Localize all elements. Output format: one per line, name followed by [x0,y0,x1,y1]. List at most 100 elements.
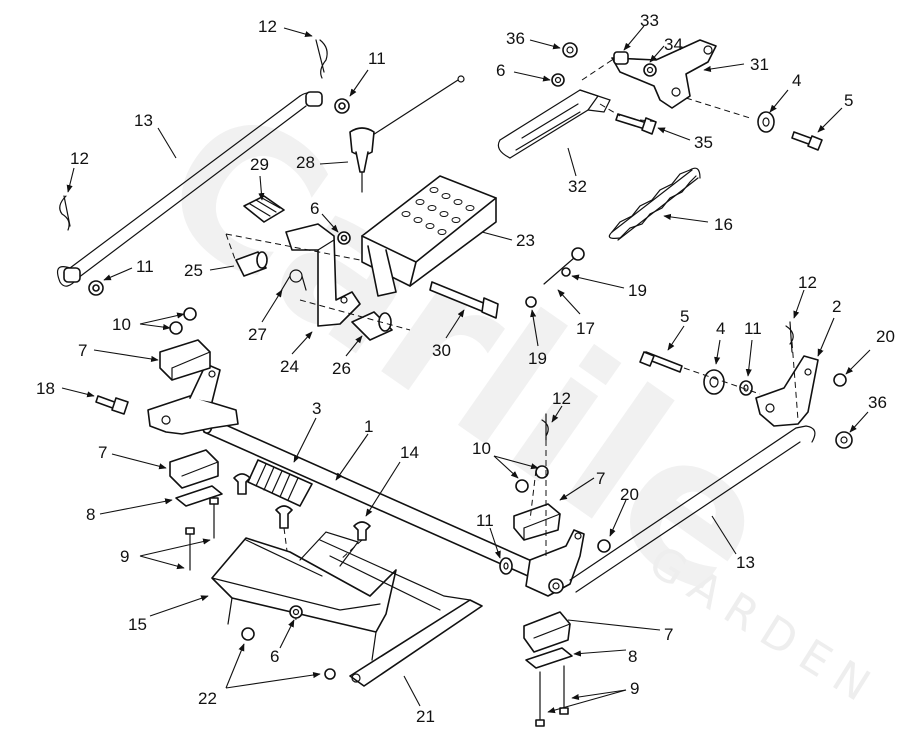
callout-14: 14 [400,443,419,462]
nut-19 [525,267,571,308]
nuts-10-left [169,307,197,335]
washer-6 [337,231,351,245]
callout-5-top: 5 [844,91,853,110]
callout-7-right-top: 7 [596,469,605,488]
callout-3: 3 [312,399,321,418]
seat-plate-23 [361,175,497,297]
callout-8-right: 8 [628,647,637,666]
bumper-29 [243,195,285,223]
lift-arm-left [147,363,239,435]
bolt-5-upper [791,131,823,151]
callout-30: 30 [432,341,451,360]
callout-20-low: 20 [620,485,639,504]
lift-arm-right [525,529,585,597]
bushing-4-upper [757,111,775,133]
callout-12-mid: 12 [552,389,571,408]
dashed-guides-right [581,59,751,123]
callout-21: 21 [416,707,435,726]
callout-10-right: 10 [472,439,491,458]
plate-8-left [175,485,223,507]
callout-27: 27 [248,325,267,344]
pedal-handle-32 [497,89,611,159]
callout-12-top: 12 [258,17,277,36]
callout-4-right: 4 [716,319,725,338]
pin-33 [613,51,629,65]
washer-6-upper [551,73,565,87]
callout-29: 29 [250,155,269,174]
callout-9-left: 9 [120,547,129,566]
bushing-upper-rod [63,91,350,296]
callout-12-left: 12 [70,149,89,168]
nut-20-lower [597,539,611,553]
callout-13-upper: 13 [134,111,153,130]
callout-28: 28 [296,153,315,172]
callout-31: 31 [750,55,769,74]
callout-24: 24 [280,357,299,376]
spacer-25 [235,251,268,277]
frame-15 [211,531,397,661]
nut-20-right [833,373,847,387]
callout-11-right: 11 [744,319,762,338]
callout-18: 18 [36,379,55,398]
callout-34: 34 [664,35,683,54]
hairpin-12-mid [541,413,549,441]
dash-right-cluster [683,341,799,421]
callout-5-right: 5 [680,307,689,326]
plate-8-right [525,647,573,669]
callout-13-lower: 13 [736,553,755,572]
callout-17: 17 [576,319,595,338]
eyebolt-17 [543,247,585,285]
bolt-30 [429,281,499,319]
block-7-right-bottom [523,611,571,653]
callout-11-top: 11 [368,49,386,68]
callout-7-right-bottom: 7 [664,625,673,644]
callout-8-left: 8 [86,505,95,524]
spacer-26 [351,311,393,341]
callout-32: 32 [568,177,587,196]
callout-19-high: 19 [628,281,647,300]
link-21 [319,539,483,687]
callout-19-low: 19 [528,349,547,368]
callout-15: 15 [128,615,147,634]
callout-7-left-bottom: 7 [98,443,107,462]
callout-10-left: 10 [112,315,131,334]
bracket-2 [755,355,819,427]
hairpin-clip [59,39,328,231]
callout-6-top: 6 [496,61,505,80]
callout-7-left-top: 7 [78,341,87,360]
bolt-18 [95,395,129,415]
callout-23: 23 [516,231,535,250]
callout-36-right: 36 [868,393,887,412]
bushing-11-lower [499,557,513,575]
callout-35: 35 [694,133,713,152]
nut-36-right [835,431,853,449]
callout-11-mid: 11 [476,511,494,530]
mushroom-pins [233,473,371,621]
dashed-guides-left [225,233,411,331]
callout-12-right: 12 [798,273,817,292]
fittings-22 [241,627,336,680]
bushing-4-lower [703,369,725,395]
dash-right-mid [529,440,547,560]
block-7-left-top [159,339,211,381]
handle-knob-28 [349,75,465,193]
lift-bracket-31 [611,39,717,109]
washer-11-lower [739,380,753,396]
callout-2: 2 [832,297,841,316]
callout-9-right: 9 [630,679,639,698]
callout-16: 16 [714,215,733,234]
callout-labels: 12 11 13 12 29 28 6 11 25 27 24 26 23 30… [36,11,895,726]
callout-20-right: 20 [876,327,895,346]
callout-1: 1 [364,417,373,436]
callout-26: 26 [332,359,351,378]
nut-36-upper [562,42,578,58]
bolts-9-left [185,497,219,571]
block-7-left-bottom [169,449,219,489]
callout-36-top: 36 [506,29,525,48]
bolt-5-lower [639,351,683,373]
callout-6-low: 6 [270,647,279,666]
hairpin-12-right [785,321,794,353]
washer-6-lower [289,605,303,619]
callout-4-top: 4 [792,71,801,90]
